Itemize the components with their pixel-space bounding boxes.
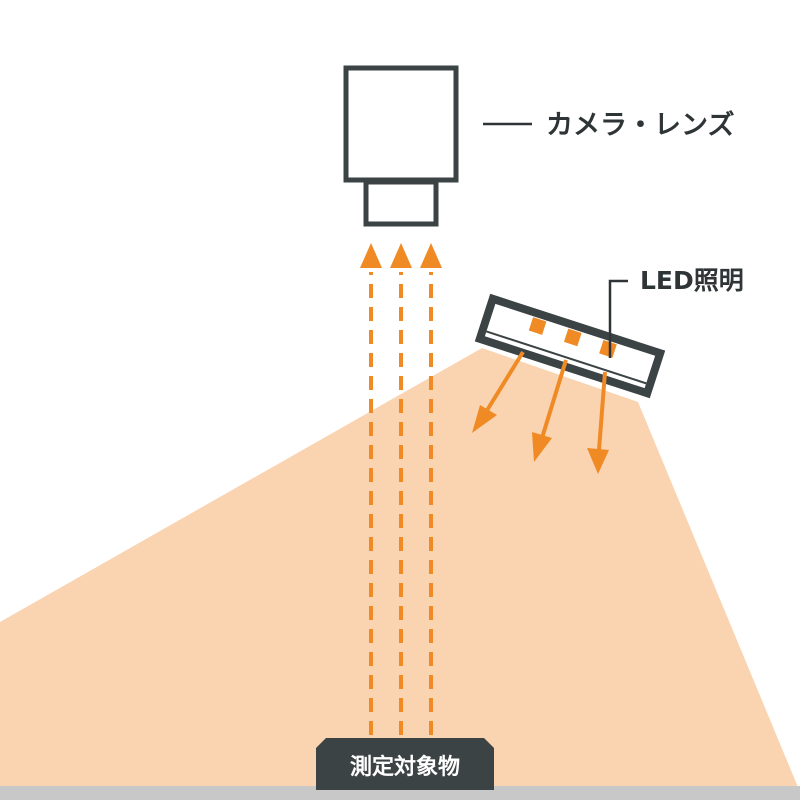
reflected-beam-arrowhead bbox=[360, 243, 382, 268]
emitted-ray-arrowhead bbox=[587, 448, 609, 474]
emitted-ray-arrowhead bbox=[532, 432, 552, 462]
emitted-ray-arrowhead bbox=[472, 405, 497, 433]
floor bbox=[0, 786, 800, 800]
led-emitter bbox=[563, 328, 582, 347]
camera-lens bbox=[363, 179, 439, 227]
camera-label: カメラ・レンズ bbox=[546, 109, 734, 141]
emitted-ray bbox=[540, 359, 568, 439]
reflected-beams bbox=[360, 243, 442, 735]
led-emitter bbox=[528, 317, 547, 335]
led-label: LED照明 bbox=[640, 266, 744, 295]
target-label: 測定対象物 bbox=[350, 754, 460, 780]
reflected-beam-arrowhead bbox=[390, 243, 412, 268]
reflected-beam-arrowhead bbox=[420, 243, 442, 268]
emitted-ray bbox=[484, 350, 525, 414]
led-emitter bbox=[599, 340, 617, 358]
led-diffuser bbox=[486, 330, 647, 385]
camera-body bbox=[343, 65, 459, 183]
led-leader-line bbox=[608, 279, 628, 358]
emitted-rays bbox=[472, 350, 609, 474]
target-tag bbox=[316, 738, 494, 790]
emitted-ray bbox=[597, 371, 607, 451]
